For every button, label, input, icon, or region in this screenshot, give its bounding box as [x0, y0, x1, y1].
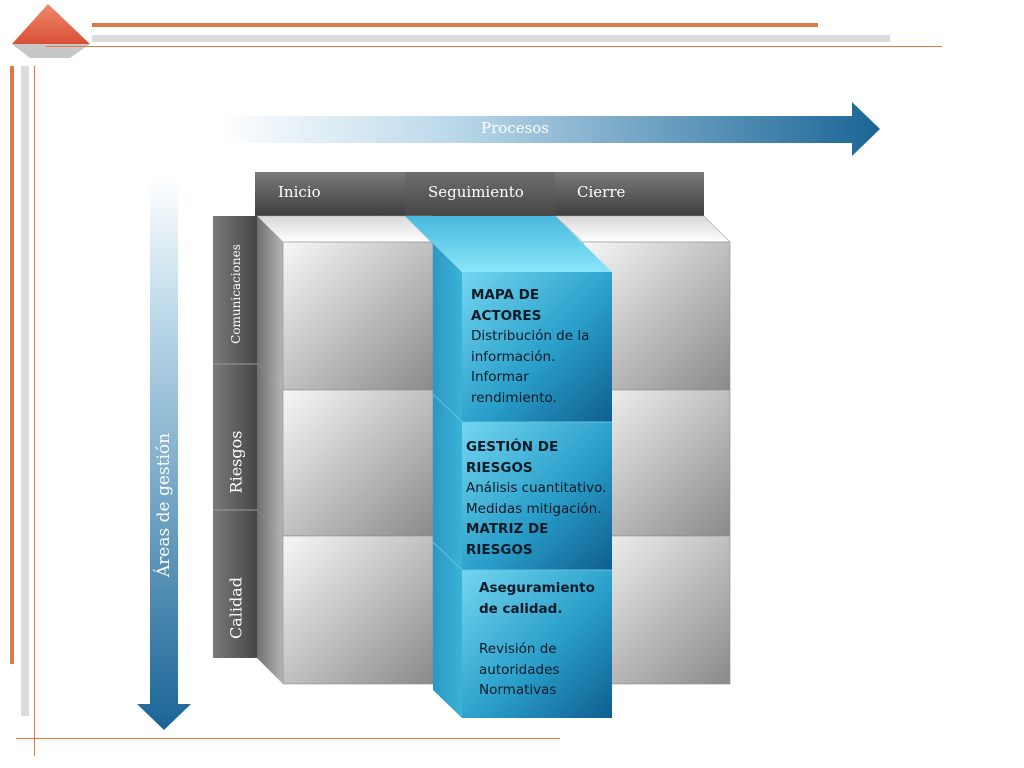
cell-line: Distribución de la	[471, 328, 590, 344]
cell-title: MAPA DE ACTORES	[471, 287, 542, 324]
top-orange-bar	[92, 23, 818, 27]
cell-title: Aseguramiento	[479, 580, 595, 596]
cell-line: Medidas mitigación.	[466, 500, 602, 517]
cell-footer: MATRIZ DE RIESGOS	[466, 521, 549, 558]
cell-calidad-seguimiento: Aseguramiento de calidad. Revisión de au…	[479, 578, 611, 701]
top-gray-bar	[92, 35, 890, 42]
left-gray-bar	[21, 66, 29, 716]
cell-line: rendimiento.	[471, 389, 557, 406]
processes-label: Procesos	[481, 119, 549, 137]
top-thin-line	[46, 46, 942, 47]
cell-line: información.	[471, 348, 556, 365]
processes-arrow	[218, 102, 880, 156]
cell-line: autoridades	[479, 661, 560, 678]
cell-line: Informar	[471, 369, 529, 385]
left-orange-bar	[10, 66, 14, 664]
row-label-calidad: Calidad	[226, 576, 246, 640]
areas-label: Áreas de gestión	[154, 432, 174, 578]
cube-comunicaciones-inicio	[256, 215, 434, 391]
areas-arrow	[137, 178, 191, 730]
column-label-seguimiento: Seguimiento	[428, 183, 524, 201]
bottom-thin-line	[16, 738, 560, 739]
column-header-bar	[255, 172, 704, 216]
corner-triangle-logo	[12, 4, 90, 58]
cell-title: GESTIÓN DE	[466, 439, 559, 455]
column-label-inicio: Inicio	[278, 183, 321, 201]
cell-line: Análisis cuantitativo.	[466, 480, 607, 496]
cube-calidad-inicio	[257, 510, 434, 685]
cell-line: Normativas	[479, 682, 557, 698]
row-label-riesgos: Riesgos	[226, 430, 246, 494]
cube-riesgos-inicio	[257, 364, 434, 537]
row-label-comunicaciones: Comunicaciones	[229, 244, 243, 344]
column-label-cierre: Cierre	[577, 183, 626, 201]
highlight-column-seguimiento	[405, 216, 612, 718]
cell-riesgos-seguimiento: GESTIÓN DE RIESGOS Análisis cuantitativo…	[466, 437, 614, 560]
cell-line: Revisión de	[479, 641, 557, 657]
cell-comunicaciones-seguimiento: MAPA DE ACTORES Distribución de la infor…	[471, 285, 611, 408]
cell-title: RIESGOS	[466, 459, 533, 476]
left-thin-line	[34, 66, 35, 756]
row-header-bar	[213, 216, 257, 658]
cell-title: de calidad.	[479, 600, 563, 617]
